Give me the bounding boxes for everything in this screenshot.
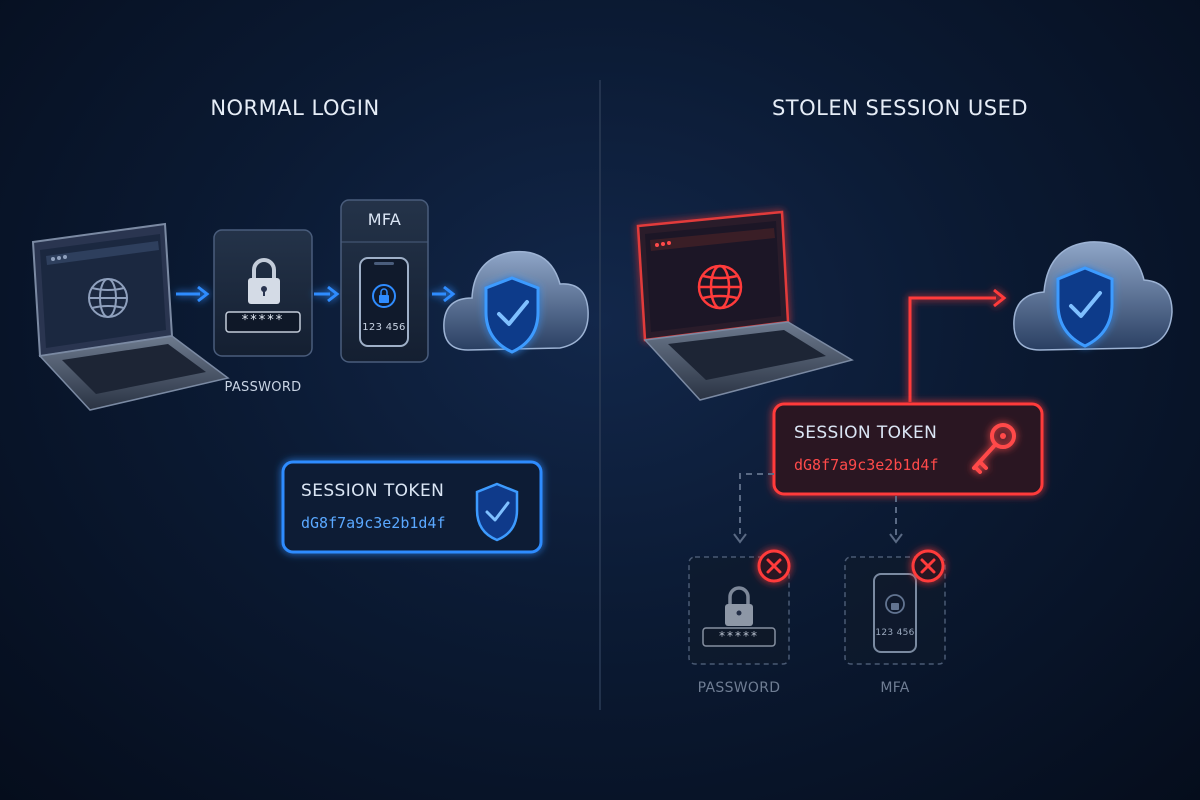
session-token-label-right: SESSION TOKEN (794, 423, 938, 443)
bypass-connector-password (739, 473, 774, 538)
lock-icon (248, 258, 280, 304)
bypassed-password-label: PASSWORD (697, 680, 781, 696)
arrow-icon (176, 285, 210, 303)
phone-icon (359, 257, 409, 347)
session-token-value-left: dG8f7a9c3e2b1d4f (301, 514, 446, 532)
globe-icon (697, 264, 743, 310)
phone-icon (873, 573, 917, 653)
session-token-card-right (772, 402, 1044, 496)
globe-icon (88, 278, 128, 318)
shield-check-icon (484, 276, 540, 354)
password-label: PASSWORD (224, 380, 302, 395)
x-circle-icon (911, 549, 945, 583)
bypassed-mfa-label: MFA (880, 680, 910, 696)
bypassed-otp-code: 123 456 (875, 628, 915, 638)
shield-check-icon (1056, 266, 1114, 348)
password-mask: ***** (241, 313, 285, 328)
bypassed-password-field (702, 627, 776, 647)
session-token-value-right: dG8f7a9c3e2b1d4f (794, 456, 939, 474)
session-token-card-left (281, 460, 543, 554)
bypassed-password-mask: ***** (719, 629, 759, 643)
arrow-icon (314, 285, 340, 303)
laptop-icon (636, 210, 854, 401)
shield-check-icon (475, 482, 519, 542)
mfa-card-title: MFA (367, 210, 402, 229)
arrow-icon (908, 288, 1007, 402)
laptop-icon (31, 222, 230, 411)
x-circle-icon (757, 549, 791, 583)
key-icon (972, 423, 1016, 474)
otp-code: 123 456 (362, 322, 406, 333)
password-field (225, 311, 301, 333)
session-token-label-left: SESSION TOKEN (301, 481, 445, 501)
right-panel-title: STOLEN SESSION USED (771, 96, 1029, 120)
left-panel-title: NORMAL LOGIN (210, 96, 380, 120)
lock-icon (725, 586, 753, 626)
arrow-icon (432, 285, 456, 303)
